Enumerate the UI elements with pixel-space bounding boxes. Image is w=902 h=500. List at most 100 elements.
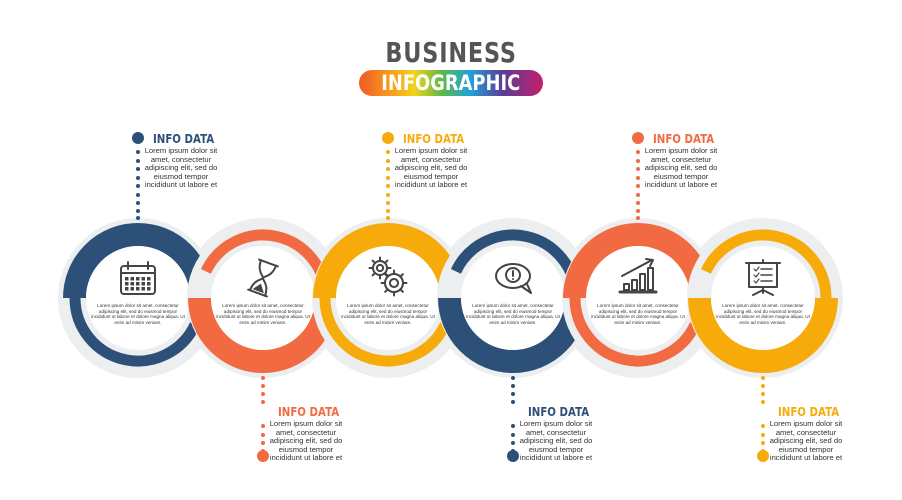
step-description: Lorem ipsum dolor sit amet, consectetur … [216,303,310,325]
inner-disc [211,246,315,350]
info-line: amet, consectetur [150,154,212,164]
connector-dot [261,384,265,388]
connector-dot [261,376,265,380]
connector-dot [636,159,640,163]
info-line: incididunt ut labore et [144,180,218,189]
info-title: INFO DATA [153,132,215,146]
calendar-icon [120,261,156,295]
connector-dot [386,209,390,213]
inner-disc [586,246,690,350]
info-line: incididunt ut labore et [519,453,593,462]
info-title: INFO DATA [778,405,840,419]
connector-dot [636,193,640,197]
info-line: eiusmod tempor [528,444,584,454]
info-title: INFO DATA [278,405,340,419]
info-line: adipiscing elit, sed do [519,436,593,445]
step-description: Lorem ipsum dolor sit amet, consectetur … [341,303,435,325]
connector-dot [386,159,390,163]
connector-dot [636,216,640,220]
inner-disc [86,246,190,350]
connector-dot [136,209,140,213]
thin-ring-arc [69,297,201,367]
info-line: Lorem ipsum dolor sit [269,419,343,428]
connector-dot [761,449,765,453]
hourglass-icon [247,258,279,298]
info-line: Lorem ipsum dolor sit [394,146,468,155]
connector-dot [261,424,265,428]
connector-dot [636,176,640,180]
info-line: adipiscing elit, sed do [644,163,718,172]
info-line: amet, consectetur [650,154,712,164]
connector-dot [261,449,265,453]
connector-dot [761,384,765,388]
connector-dot [511,441,515,445]
connector-dot [136,167,140,171]
info-line: adipiscing elit, sed do [269,436,343,445]
connector-dot [386,216,390,220]
marker-dot [632,132,644,144]
step-6 [687,222,839,374]
connector-dot [386,150,390,154]
step-description: Lorem ipsum dolor sit amet, consectetur … [591,303,685,325]
inner-disc [711,246,815,350]
connector-dot [511,424,515,428]
page-subtitle: INFOGRAPHIC [381,71,521,95]
connector-dot [761,441,765,445]
connector-dot [261,392,265,396]
info-line: Lorem ipsum dolor sit [769,419,843,428]
page-title: BUSINESS [385,36,517,69]
connector-dot [511,433,515,437]
thin-ring-arc [569,297,701,367]
connector-dot [761,376,765,380]
inner-disc [336,246,440,350]
info-line: eiusmod tempor [778,444,834,454]
info-line: incididunt ut labore et [769,453,843,462]
marker-dot [382,132,394,144]
inner-disc [461,246,565,350]
connector-dot [761,433,765,437]
step-description: Lorem ipsum dolor sit amet, consectetur … [466,303,560,325]
growth-chart-icon [618,258,658,294]
info-line: amet, consectetur [400,154,462,164]
info-line: adipiscing elit, sed do [144,163,218,172]
marker-dot [507,450,519,462]
info-line: adipiscing elit, sed do [394,163,468,172]
connector-dot [386,167,390,171]
connector-dot [761,424,765,428]
info-line: amet, consectetur [525,427,587,437]
connector-dot [386,193,390,197]
speech-bubble-exclamation-icon [495,263,532,294]
connector-dot [636,150,640,154]
connector-dot [511,376,515,380]
info-line: Lorem ipsum dolor sit [644,146,718,155]
connector-dot [636,184,640,188]
connector-dot [636,209,640,213]
connector-dot [261,400,265,404]
connector-dot [386,184,390,188]
info-line: amet, consectetur [275,427,337,437]
connector-dot [386,201,390,205]
info-line: eiusmod tempor [278,444,334,454]
info-title: INFO DATA [653,132,715,146]
marker-dot [257,450,269,462]
marker-dot [132,132,144,144]
presentation-board-icon [745,259,781,296]
info-line: Lorem ipsum dolor sit [519,419,593,428]
connector-dot [511,392,515,396]
connector-dot [636,201,640,205]
connector-dot [636,167,640,171]
thick-ring-arc [688,297,838,373]
step-description: Lorem ipsum dolor sit amet, consectetur … [716,303,810,325]
connector-dot [136,216,140,220]
info-title: INFO DATA [403,132,465,146]
info-line: incididunt ut labore et [269,453,343,462]
connector-dot [261,433,265,437]
connector-dot [511,384,515,388]
title-block: BUSINESS INFOGRAPHIC [0,38,902,96]
connector-dot [136,176,140,180]
connector-dot [136,193,140,197]
step-5 [562,222,714,374]
info-line: eiusmod tempor [403,171,459,181]
info-line: incididunt ut labore et [644,180,718,189]
connector-dot [386,176,390,180]
